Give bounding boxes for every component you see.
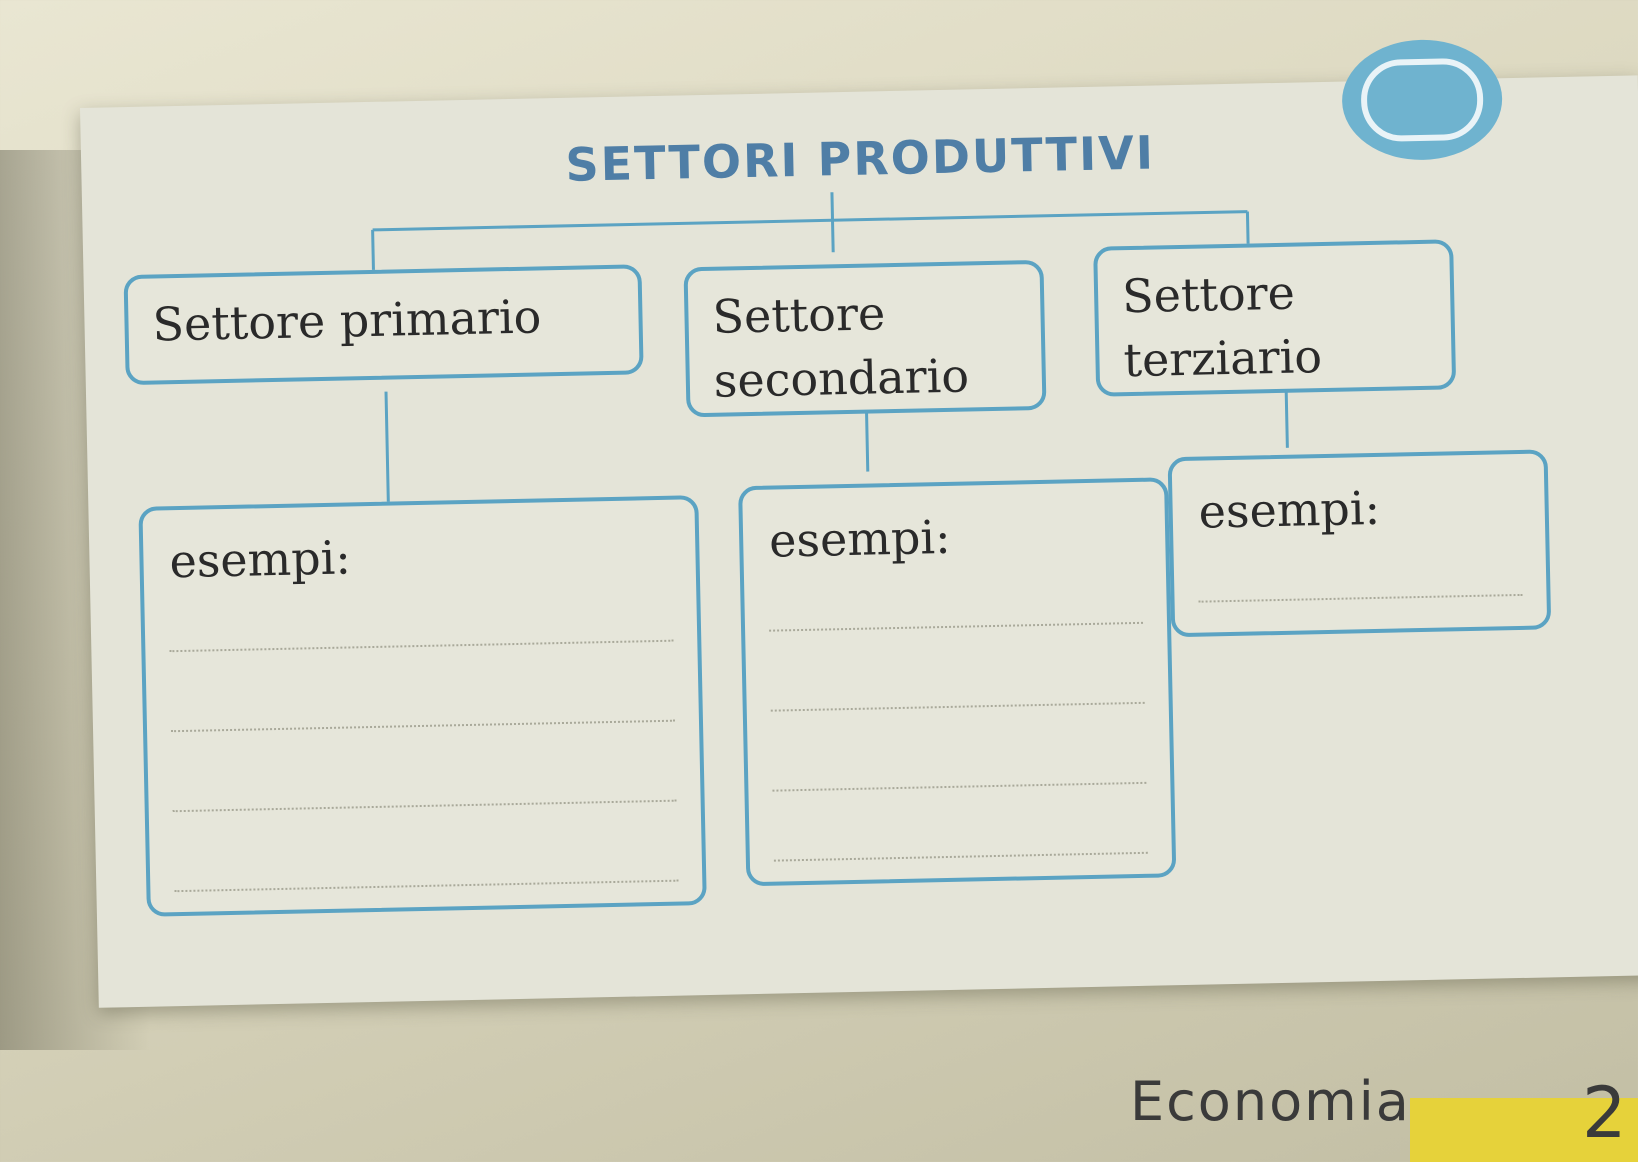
- answer-line[interactable]: [769, 621, 1144, 632]
- branch-bar: [372, 210, 1248, 232]
- connector-primario: [384, 391, 390, 502]
- answer-line[interactable]: [174, 879, 679, 893]
- answer-line[interactable]: [171, 719, 675, 733]
- examples-tertiary-label: esempi:: [1198, 480, 1381, 539]
- answer-line[interactable]: [772, 781, 1147, 792]
- branch-left: [371, 229, 375, 270]
- sector-primary-box: Settore primario: [123, 264, 644, 386]
- answer-line[interactable]: [172, 799, 677, 813]
- connector-secondario: [865, 411, 870, 472]
- sector-tertiary-label-2: terziario: [1122, 329, 1323, 388]
- footer-color-block: [1410, 1098, 1638, 1162]
- examples-primary-label: esempi:: [168, 530, 352, 589]
- page-footer: Economia 2: [0, 1060, 1638, 1162]
- branch-right: [1245, 211, 1250, 244]
- sector-tertiary-box: Settore terziario: [1093, 239, 1457, 397]
- answer-line[interactable]: [1198, 593, 1523, 603]
- examples-secondary-label: esempi:: [768, 509, 952, 568]
- sector-secondary-box: Settore secondario: [683, 259, 1047, 418]
- sector-tertiary-label-1: Settore: [1121, 265, 1296, 324]
- footer-title: Economia: [1130, 1070, 1411, 1133]
- sector-secondary-label-1: Settore: [711, 286, 886, 344]
- answer-line[interactable]: [770, 701, 1145, 712]
- sector-primary-label: Settore primario: [151, 289, 542, 352]
- sector-secondary-label-2: secondario: [713, 348, 970, 408]
- page-number: 2: [1582, 1072, 1627, 1154]
- answer-line[interactable]: [169, 639, 674, 653]
- examples-tertiary-box: esempi:: [1167, 449, 1552, 638]
- worksheet: SETTORI PRODUTTIVI Settore primario Sett…: [80, 38, 1638, 1008]
- examples-secondary-box: esempi:: [738, 477, 1177, 887]
- connector-terziario: [1284, 387, 1289, 448]
- answer-line[interactable]: [773, 851, 1148, 862]
- examples-primary-box: esempi:: [138, 495, 707, 917]
- title-stem: [830, 192, 835, 253]
- connector-lines: [371, 192, 1289, 502]
